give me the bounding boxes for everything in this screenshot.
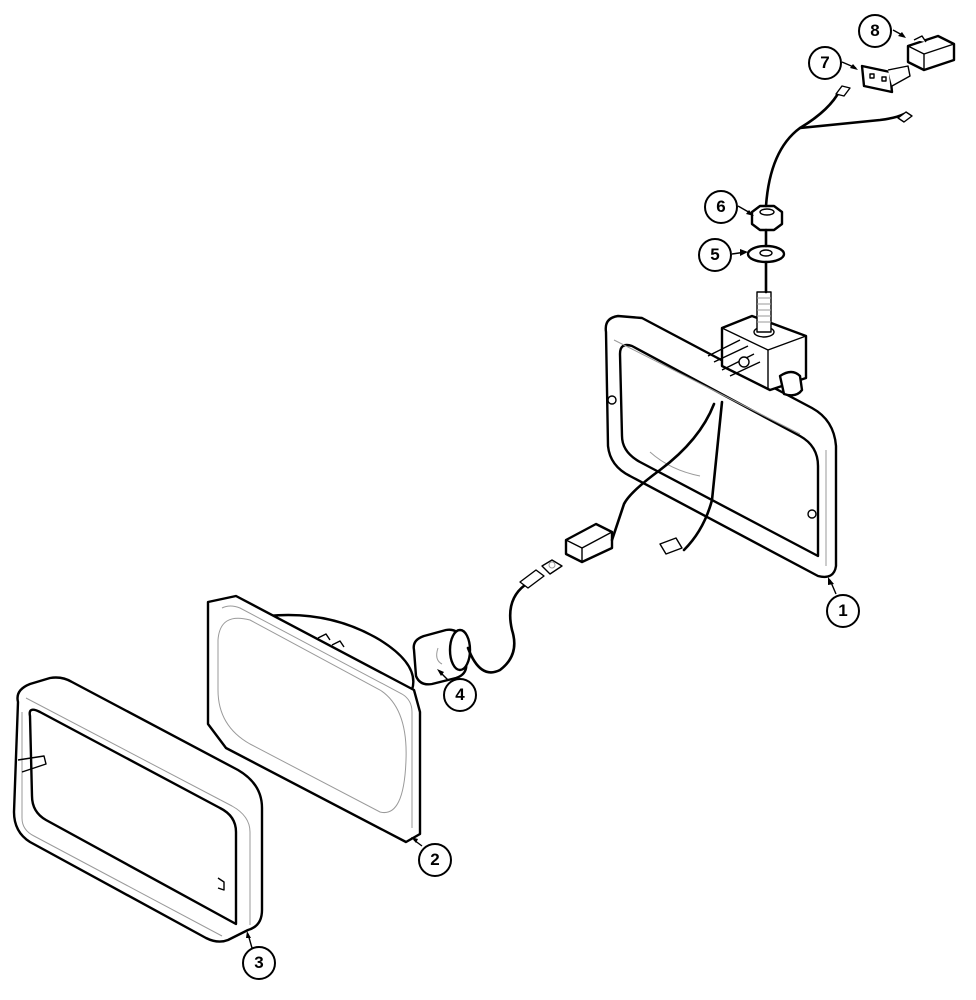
nut-part xyxy=(750,204,784,232)
inline-connector xyxy=(564,522,614,564)
bulb-wire-terminal xyxy=(519,559,563,589)
callout-7[interactable]: 7 xyxy=(808,46,842,80)
callout-2[interactable]: 2 xyxy=(418,843,452,877)
callout-8[interactable]: 8 xyxy=(858,14,892,48)
connector-terminal-part xyxy=(860,64,911,94)
bulb-part xyxy=(412,628,472,686)
callout-3[interactable]: 3 xyxy=(242,946,276,980)
lens-reflector-part xyxy=(206,594,422,844)
washer-part xyxy=(746,244,786,264)
callout-1[interactable]: 1 xyxy=(826,594,860,628)
callout-5[interactable]: 5 xyxy=(698,238,732,272)
connector-housing-part xyxy=(906,34,956,72)
lamp-housing-part xyxy=(604,291,838,579)
bezel-rim-part xyxy=(12,676,264,943)
leader-lines xyxy=(246,29,906,949)
callout-6[interactable]: 6 xyxy=(704,190,738,224)
callout-4[interactable]: 4 xyxy=(443,678,477,712)
